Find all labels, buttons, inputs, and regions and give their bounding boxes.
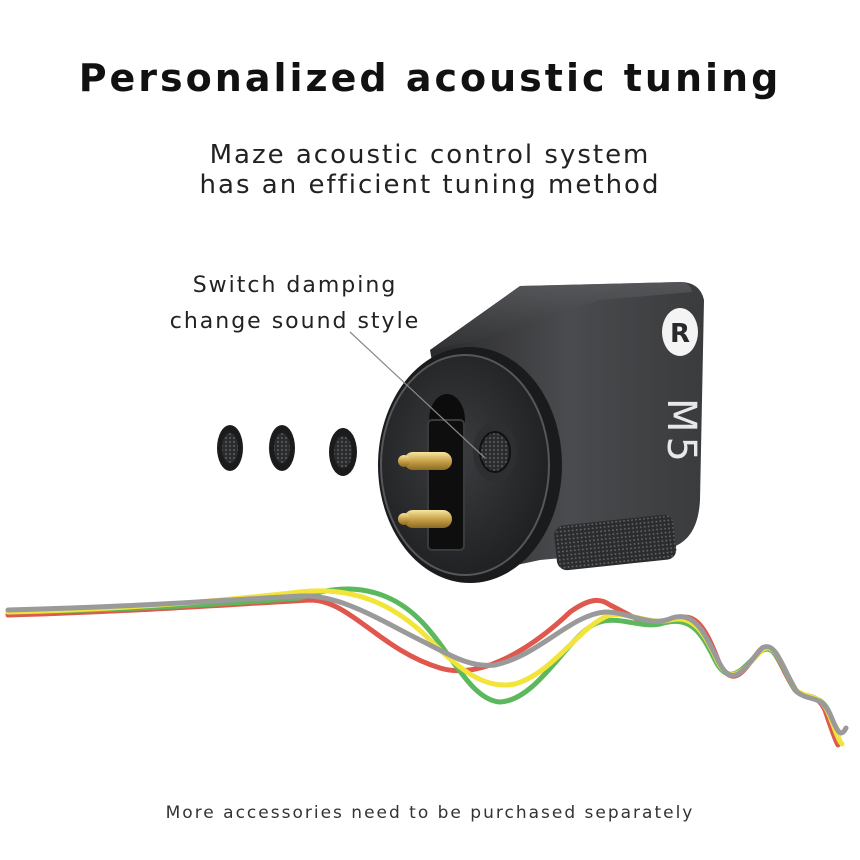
frequency-response-curves <box>5 586 849 748</box>
damping-filter-2 <box>269 425 295 471</box>
footer-note: More accessories need to be purchased se… <box>165 803 695 823</box>
earphone-body <box>378 282 704 583</box>
gold-pin-bottom <box>398 510 452 528</box>
damping-filter-3 <box>329 428 357 476</box>
callout-line-1: Switch damping <box>192 273 398 298</box>
vent-mesh <box>554 514 677 571</box>
subtitle-line-1: Maze acoustic control system <box>209 140 651 170</box>
callout-leader-line <box>349 331 486 459</box>
page-title: Personalized acoustic tuning <box>78 56 782 100</box>
model-label: M5 <box>658 398 704 466</box>
side-badge: R <box>662 308 698 356</box>
damping-filter-1 <box>217 425 243 471</box>
gold-pin-top <box>398 452 452 470</box>
subtitle: Maze acoustic control system has an effi… <box>0 140 860 200</box>
subtitle-line-2: has an efficient tuning method <box>199 170 661 200</box>
damping-callout: Switch damping change sound style <box>150 268 440 340</box>
svg-text:R: R <box>670 319 690 349</box>
callout-line-2: change sound style <box>169 309 421 334</box>
damping-filter-slot <box>479 431 511 473</box>
curve-gray <box>5 593 849 736</box>
